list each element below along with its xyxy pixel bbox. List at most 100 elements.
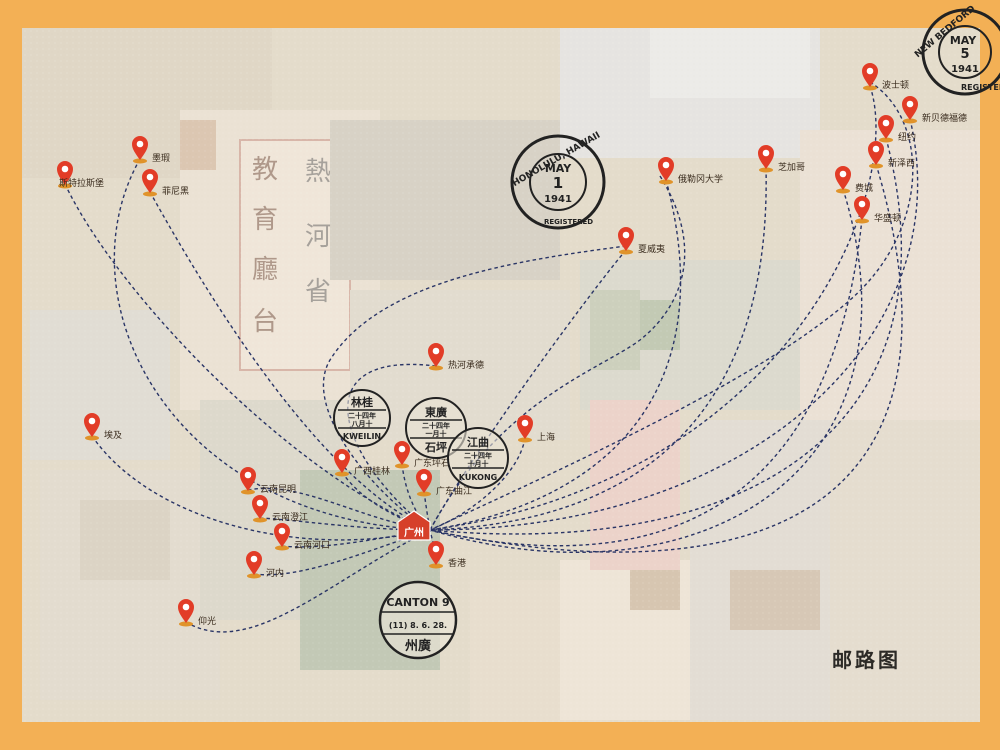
pin-label: 云南澄江 — [272, 511, 308, 523]
map-pin-icon — [758, 145, 774, 169]
svg-text:MAY: MAY — [950, 34, 977, 47]
pin-center — [906, 100, 914, 108]
pin-center — [88, 417, 96, 425]
pin-shadow — [759, 167, 773, 173]
pin-label: 费城 — [855, 182, 873, 194]
pin-center — [432, 347, 440, 355]
pin-hawaii[interactable]: 夏威夷 — [618, 227, 665, 255]
map-pin-icon — [517, 415, 533, 439]
pin-label: 云南昆明 — [260, 483, 296, 495]
route-boston — [429, 85, 877, 531]
map-pin-icon — [132, 136, 148, 160]
envelope-collage-background — [22, 28, 980, 722]
pin-label: 俄勒冈大学 — [678, 173, 723, 185]
map-pin-icon — [57, 161, 73, 185]
pin-label: 广东坪石 — [414, 457, 450, 469]
pin-shadow — [417, 491, 431, 497]
svg-text:KWEILIN: KWEILIN — [343, 432, 381, 441]
pin-center — [521, 419, 529, 427]
pin-center — [839, 170, 847, 178]
pin-shadow — [143, 191, 157, 197]
pin-shadow — [869, 163, 883, 169]
map-pin-icon — [428, 343, 444, 367]
pin-center — [256, 499, 264, 507]
pin-yangon[interactable]: 仰光 — [178, 599, 216, 627]
pin-hanoi[interactable]: 河内 — [246, 551, 284, 579]
svg-text:二十四年: 二十四年 — [464, 451, 492, 460]
pin-guangxi-guilin[interactable]: 广西桂林 — [334, 449, 390, 477]
svg-text:熱: 熱 — [305, 157, 331, 187]
pin-label: 华盛顿 — [874, 212, 901, 224]
pin-center — [662, 161, 670, 169]
postmark-canton: CANTON 9 (11) 8. 6. 28. 州廣 — [378, 580, 458, 660]
pin-shadow — [133, 158, 147, 164]
route-guangxi-guilin — [341, 471, 431, 531]
pin-label: 新泽西 — [888, 157, 915, 169]
pin-yunnan-kunming[interactable]: 云南昆明 — [240, 467, 296, 495]
pin-label: 热河承德 — [448, 359, 484, 371]
hub-guangzhou[interactable]: 广州 — [397, 510, 431, 541]
pin-shadow — [836, 188, 850, 194]
pin-label: 波士顿 — [882, 79, 909, 91]
svg-text:林桂: 林桂 — [351, 395, 373, 409]
map-pin-icon — [246, 551, 262, 575]
pin-label: 纽约 — [898, 131, 916, 143]
pin-mexico[interactable]: 墨瑕 — [132, 136, 170, 164]
pin-shadow — [253, 517, 267, 523]
svg-text:廳: 廳 — [252, 255, 278, 285]
pin-guangdong-pingshi[interactable]: 广东坪石 — [394, 441, 450, 469]
postmark-kukong: 江曲 二十四年 十月十 KUKONG — [447, 427, 509, 489]
svg-text:十月十: 十月十 — [468, 459, 489, 468]
pin-oregon-univ[interactable]: 俄勒冈大学 — [658, 157, 723, 185]
pin-boston[interactable]: 波士顿 — [862, 63, 909, 91]
pin-label: 夏威夷 — [638, 243, 665, 255]
pin-india[interactable]: 埃及 — [84, 413, 122, 441]
pin-stuttgart[interactable]: 斯特拉斯堡 — [57, 161, 104, 189]
map-pin-icon — [835, 166, 851, 190]
svg-text:5: 5 — [960, 47, 969, 62]
map-pin-icon — [252, 495, 268, 519]
svg-text:省: 省 — [305, 277, 331, 307]
map-title: 邮路图 — [832, 648, 901, 672]
pin-center — [762, 149, 770, 157]
pin-shadow — [395, 463, 409, 469]
pin-shadow — [85, 435, 99, 441]
pin-rehe-chengde[interactable]: 热河承德 — [428, 343, 484, 371]
pin-shanghai[interactable]: 上海 — [517, 415, 555, 443]
pin-label: 广西桂林 — [354, 465, 390, 477]
pin-center — [278, 527, 286, 535]
pin-new-jersey[interactable]: 新泽西 — [868, 141, 915, 169]
map-pin-icon — [274, 523, 290, 547]
map-pin-icon — [142, 169, 158, 193]
pin-chicago[interactable]: 芝加哥 — [758, 145, 805, 173]
pin-shadow — [335, 471, 349, 477]
pin-new-bedford[interactable]: 新贝德福德 — [902, 96, 967, 124]
pin-philadelphia[interactable]: 费城 — [835, 166, 873, 194]
pin-yunnan-hekou[interactable]: 云南河口 — [274, 523, 330, 551]
pin-shadow — [275, 545, 289, 551]
svg-text:MAY: MAY — [545, 162, 572, 175]
svg-text:1941: 1941 — [544, 194, 572, 205]
map-pin-icon — [854, 196, 870, 220]
pin-manila[interactable]: 菲尼黑 — [142, 169, 189, 197]
svg-text:1: 1 — [553, 174, 563, 192]
pin-hongkong[interactable]: 香港 — [428, 541, 466, 569]
pin-new-york[interactable]: 纽约 — [878, 115, 916, 143]
pin-guangdong-qujiang[interactable]: 广东曲江 — [416, 469, 472, 497]
map-pin-icon — [618, 227, 634, 251]
svg-text:二十四年: 二十四年 — [422, 421, 450, 430]
pin-label: 仰光 — [198, 615, 216, 627]
pin-yunnan-chengjiang[interactable]: 云南澄江 — [252, 495, 308, 523]
route-philadelphia — [429, 188, 863, 553]
pin-label: 云南河口 — [294, 539, 330, 551]
pin-shadow — [659, 179, 673, 185]
pin-label: 芝加哥 — [778, 161, 805, 173]
map-pin-icon — [862, 63, 878, 87]
pin-label: 墨瑕 — [152, 153, 170, 164]
pin-washington[interactable]: 华盛顿 — [854, 196, 901, 224]
pin-shadow — [863, 85, 877, 91]
map-pin-icon — [878, 115, 894, 139]
pin-center — [250, 555, 258, 563]
svg-text:台: 台 — [252, 307, 278, 337]
